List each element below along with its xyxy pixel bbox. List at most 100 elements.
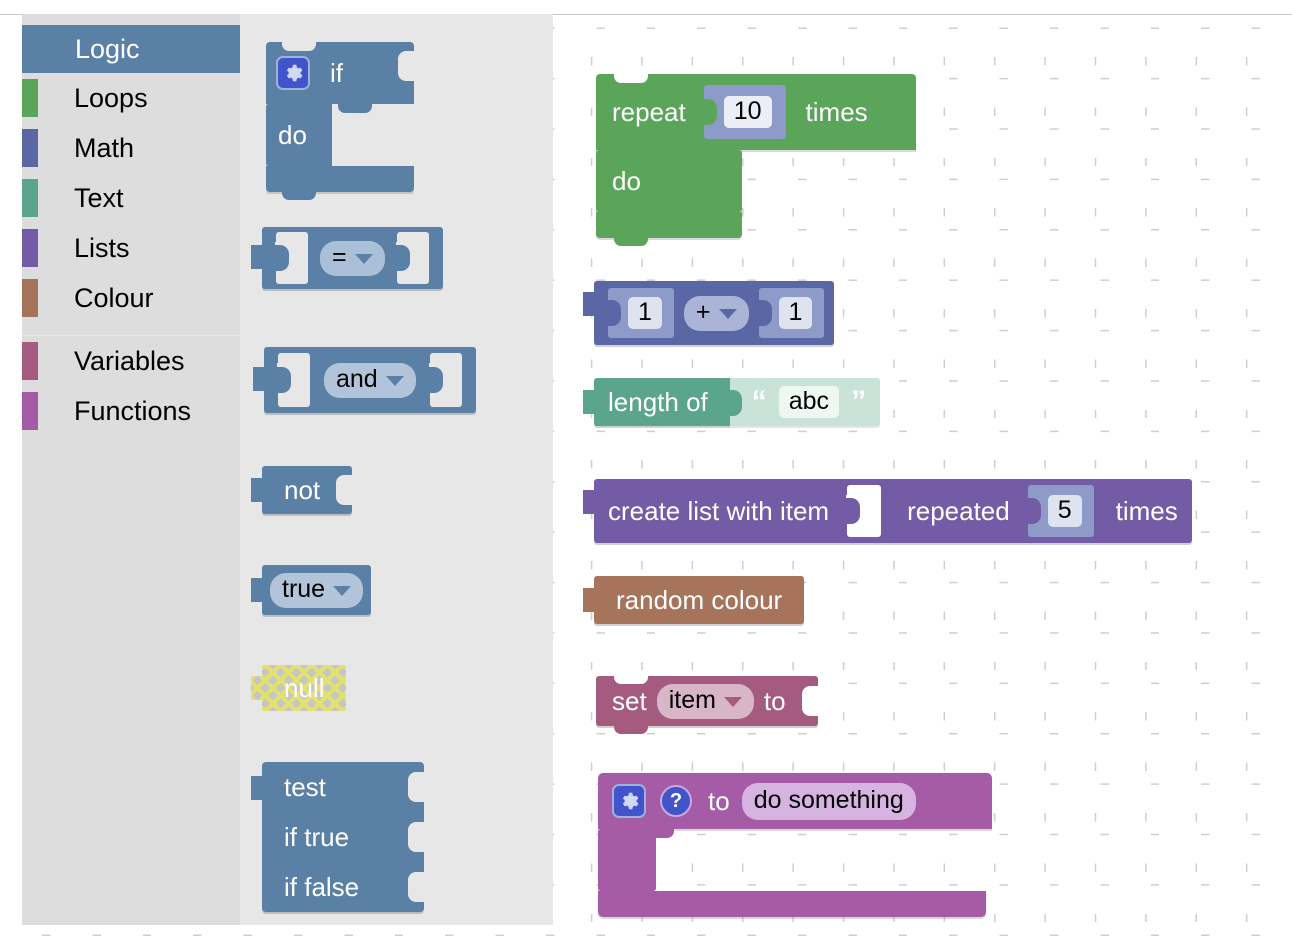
gear-icon[interactable] <box>612 784 646 818</box>
repeat-label: repeat <box>612 96 686 127</box>
create-list-label: create list with item <box>608 496 830 526</box>
block-output-plug <box>251 776 264 800</box>
block-notch-bottom <box>614 237 648 246</box>
value-input-socket-test[interactable] <box>408 772 424 802</box>
flyout-block-logic-null[interactable]: null <box>251 665 346 711</box>
block-output-plug <box>251 478 264 502</box>
statement-input-region[interactable] <box>332 104 424 166</box>
empty-value-socket[interactable] <box>846 485 882 537</box>
to-label: to <box>763 686 786 716</box>
category-colour-swatch <box>22 129 38 167</box>
operator-label: = <box>332 242 347 271</box>
chevron-down-icon <box>354 253 373 264</box>
text-field[interactable]: abc <box>778 385 840 419</box>
toolbox-category-logic[interactable]: Logic <box>22 25 240 73</box>
blockly-flyout[interactable]: if do = <box>240 14 553 925</box>
comparison-operator-dropdown[interactable]: = <box>320 240 385 276</box>
category-colour-swatch <box>22 30 38 68</box>
left-operand-socket[interactable] <box>275 232 308 284</box>
workspace-block-math-arithmetic[interactable]: 1 + 1 <box>583 281 835 345</box>
flyout-block-logic-compare[interactable]: = <box>251 227 443 289</box>
statement-input-notch <box>640 829 674 838</box>
value-input-socket[interactable] <box>801 686 818 716</box>
nested-math-number-right[interactable]: 1 <box>757 288 825 338</box>
if-true-label: if true <box>284 821 350 852</box>
right-operand-socket[interactable] <box>395 232 429 284</box>
variable-dropdown[interactable]: item <box>656 683 754 719</box>
category-colour-swatch <box>22 392 38 430</box>
do-label: do <box>612 165 641 196</box>
nested-math-number-count[interactable]: 5 <box>1026 485 1094 537</box>
workspace-block-colour-random[interactable]: random colour <box>583 576 805 624</box>
if-condition-socket[interactable] <box>398 51 414 81</box>
number-field-right[interactable]: 1 <box>778 296 813 330</box>
block-notch-top <box>614 74 648 83</box>
toolbox-category-colour[interactable]: Colour <box>22 273 240 323</box>
category-label: Loops <box>74 82 148 113</box>
block-output-plug <box>251 245 264 269</box>
question-mark-icon[interactable]: ? <box>660 785 692 817</box>
workspace-block-procedure-definition[interactable]: ? to do something <box>598 773 992 917</box>
category-colour-swatch <box>22 179 38 217</box>
toolbox-separator <box>22 323 240 336</box>
toolbox-category-math[interactable]: Math <box>22 123 240 173</box>
category-colour-swatch <box>22 342 38 380</box>
flyout-block-logic-boolean[interactable]: true <box>251 565 372 615</box>
logic-operator-dropdown[interactable]: and <box>324 362 416 398</box>
number-field[interactable]: 10 <box>723 95 772 129</box>
category-label: Variables <box>74 345 185 376</box>
left-operand-socket[interactable] <box>277 353 310 407</box>
value-input-socket[interactable] <box>336 475 353 505</box>
flyout-block-controls-if[interactable]: if do <box>266 42 424 200</box>
block-notch-top <box>282 42 316 51</box>
chevron-down-icon <box>723 696 742 707</box>
toolbox-category-lists[interactable]: Lists <box>22 223 240 273</box>
workspace-block-lists-repeat[interactable]: create list with item repeated 5 times <box>583 479 1192 543</box>
boolean-dropdown[interactable]: true <box>270 572 364 608</box>
toolbox-category-loops[interactable]: Loops <box>22 73 240 123</box>
toolbox-category-functions[interactable]: Functions <box>22 386 240 436</box>
nested-math-number-left[interactable]: 1 <box>607 288 674 338</box>
block-output-plug <box>583 490 596 514</box>
number-field-count[interactable]: 5 <box>1047 494 1082 528</box>
value-input-socket-if-false[interactable] <box>408 872 424 902</box>
right-operand-socket[interactable] <box>428 353 462 407</box>
statement-input-notch <box>338 104 372 113</box>
category-label: Colour <box>74 282 154 313</box>
toolbox-category-text[interactable]: Text <box>22 173 240 223</box>
statement-input-notch <box>696 150 730 159</box>
nested-math-number-block[interactable]: 10 <box>702 85 786 139</box>
workspace-block-text-length[interactable]: length of “ abc ” <box>583 378 881 426</box>
ternary-row-if-true[interactable]: if true <box>262 812 424 862</box>
category-colour-swatch <box>22 229 38 267</box>
if-label: if <box>330 57 343 88</box>
flyout-block-logic-operation[interactable]: and <box>253 347 476 413</box>
random-colour-label: random colour <box>616 585 783 615</box>
block-output-plug <box>583 588 596 612</box>
procedure-name-field[interactable]: do something <box>741 782 916 820</box>
null-label: null <box>284 673 325 703</box>
gear-icon[interactable] <box>276 56 310 90</box>
flyout-block-logic-negate[interactable]: not <box>251 466 353 514</box>
blockly-toolbox[interactable]: Logic Loops Math Text Lists Colour Varia… <box>22 14 240 925</box>
toolbox-category-variables[interactable]: Variables <box>22 336 240 386</box>
flyout-block-logic-ternary[interactable]: test if true if false <box>251 762 424 912</box>
operator-dropdown[interactable]: + <box>683 295 749 331</box>
workspace-block-variables-set[interactable]: set item to <box>596 675 818 734</box>
chevron-down-icon <box>333 585 352 596</box>
close-quote-icon: ” <box>851 385 867 418</box>
block-output-plug <box>253 367 266 391</box>
block-output-plug <box>251 676 264 700</box>
nested-text-block[interactable]: “ abc ” <box>727 378 881 426</box>
number-field-left[interactable]: 1 <box>628 296 662 330</box>
times-label: times <box>805 96 868 127</box>
value-input-socket-if-true[interactable] <box>408 822 424 852</box>
category-colour-swatch <box>22 79 38 117</box>
workspace-block-controls-repeat[interactable]: repeat 10 times do <box>596 74 916 246</box>
ternary-row-if-false[interactable]: if false <box>262 862 424 912</box>
category-label: Math <box>74 132 135 163</box>
operator-label: + <box>695 297 711 326</box>
length-of-label: length of <box>608 387 708 417</box>
block-input-plug <box>702 99 717 125</box>
ternary-row-test[interactable]: test <box>262 762 424 812</box>
